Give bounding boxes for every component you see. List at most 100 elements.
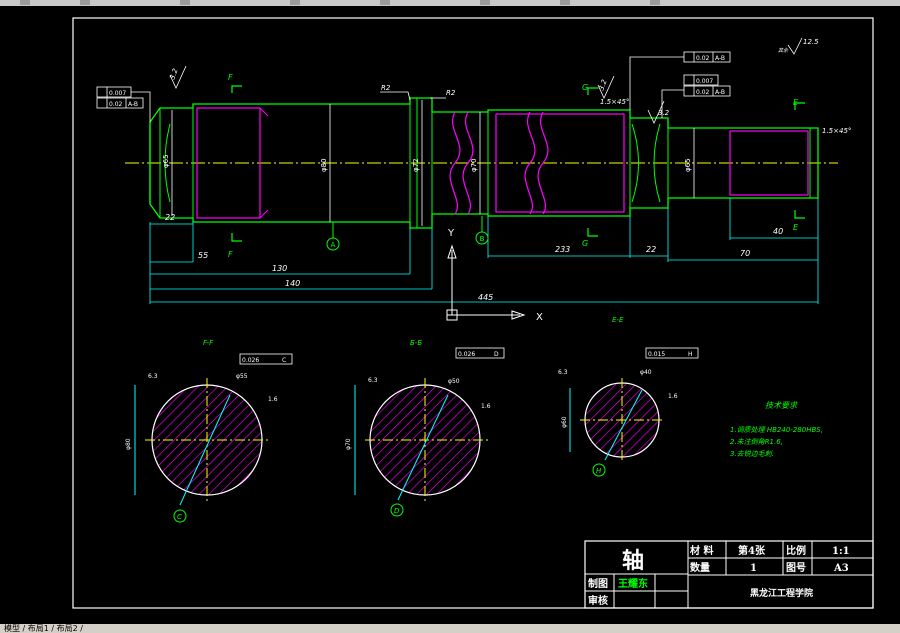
axis-y: Y [447, 228, 455, 239]
roughness-corner: 12.5 [803, 38, 819, 46]
scale-value: 1:1 [832, 546, 850, 557]
spline-zone-right [729, 130, 809, 196]
sheet-border [72, 17, 874, 609]
tol-t5: 0.02 [696, 89, 710, 96]
dim-22b: 22 [646, 245, 656, 254]
section-view-bb [354, 347, 505, 517]
roughness-r4: 1.6 [268, 396, 278, 403]
toolbar-button[interactable] [560, 0, 570, 5]
dim-70: 70 [740, 249, 750, 258]
school-name: 黑龙江工程学院 [750, 587, 813, 599]
roughness-r6: 1.6 [668, 393, 678, 400]
section-label-g: G [582, 239, 588, 248]
roughness-r8: 6.3 [368, 377, 378, 384]
tol-t7-ref: D [494, 351, 499, 358]
toolbar-button[interactable] [290, 0, 300, 5]
radius-r2b: R2 [446, 89, 456, 97]
tol-t3: 0.02 [696, 55, 710, 62]
tech-req-item: 3.去锐边毛刺. [730, 450, 774, 458]
dim-55: 55 [198, 251, 208, 260]
tol-t1: 0.007 [109, 90, 126, 97]
drawing-no-label: 图号 [786, 562, 806, 574]
toolbar-button[interactable] [20, 0, 30, 5]
chamfer-c1: 1.5×45° [600, 98, 629, 106]
dim-445: 445 [478, 293, 493, 302]
roughness-r1: 3.2 [168, 67, 180, 81]
section-title-ee: E-E [612, 316, 624, 324]
layout-tabs[interactable]: 模型 / 布局1 / 布局2 / [4, 624, 83, 633]
horizontal-dims [149, 198, 819, 304]
tech-req-item: 2.未注倒角R1.6, [730, 438, 783, 446]
dim-dia2: φ80 [320, 158, 328, 172]
dim-dia1: φ65 [162, 154, 170, 168]
section-markers [231, 85, 805, 242]
section-label-g: G [582, 83, 588, 92]
check-label: 审核 [588, 594, 608, 607]
section-label-e: E [793, 98, 799, 107]
roughness-other: 其余 [778, 47, 789, 54]
roughness-r3: 3.2 [658, 109, 670, 117]
material-label: 材 料 [690, 544, 713, 557]
tech-req-title: 技术要求 [765, 401, 798, 410]
roughness-r7: 6.3 [148, 373, 158, 380]
drawing-no-value: A3 [833, 563, 849, 574]
dim-40: 40 [773, 227, 783, 236]
section-view-ee [569, 347, 699, 477]
roughness-r2: 3.2 [597, 78, 609, 92]
toolbar [0, 0, 900, 6]
tol-t2: 0.02 [109, 101, 123, 108]
cad-drawing-canvas[interactable]: φ65 φ80 φ72 φ70 φ65 22 55 130 140 445 23… [0, 6, 900, 624]
qty-label: 数量 [690, 561, 710, 574]
drawn-value: 王耀东 [618, 577, 648, 590]
datum-markers [326, 216, 489, 251]
section-label-f: F [228, 250, 233, 259]
tol-t5-ref: A-B [715, 89, 725, 96]
spline-zone-left [196, 107, 261, 219]
sec-dim-2b: φ50 [448, 378, 460, 385]
dim-140: 140 [285, 279, 300, 288]
section-label-e: E [793, 223, 799, 232]
section-title-bb: Б-Б [410, 339, 422, 347]
chamfer-c2: 1.5×45° [822, 127, 851, 135]
sec-dim-3: φ60 [561, 416, 568, 428]
technical-requirements: 技术要求 1.调质处理 HB240-280HBS, 2.未注倒角R1.6, 3.… [730, 401, 823, 458]
dim-22a: 22 [165, 213, 175, 222]
radius-r2a: R2 [381, 84, 391, 92]
datum-a: A [331, 241, 336, 249]
toolbar-button[interactable] [80, 0, 90, 5]
section-view-ff [134, 353, 293, 523]
tol-t4: 0.007 [696, 78, 713, 85]
shaft-main-view [125, 97, 838, 229]
drawn-label: 制图 [588, 577, 608, 590]
layout-tabs-bar[interactable]: 模型 / 布局1 / 布局2 / [0, 624, 900, 633]
axis-x: X [536, 312, 543, 323]
tol-t8: 0.015 [648, 351, 665, 358]
part-name: 轴 [622, 548, 644, 574]
tol-t3-ref: A-B [715, 55, 725, 62]
section-title-ff: F-F [203, 339, 214, 347]
section-label-f: F [228, 73, 233, 82]
tol-t6: 0.026 [242, 357, 259, 364]
diameter-dim-lines [171, 100, 695, 226]
toolbar-button[interactable] [480, 0, 490, 5]
dim-233: 233 [555, 245, 570, 254]
title-block [584, 540, 874, 609]
dim-dia3: φ72 [412, 158, 420, 172]
roughness-r5: 1.6 [481, 403, 491, 410]
datum-d: D [394, 507, 400, 515]
datum-b: B [480, 235, 485, 243]
spline-zone-middle [495, 113, 625, 213]
datum-h: H [596, 467, 602, 475]
tol-t6-ref: C [282, 357, 286, 364]
dim-dia5: φ65 [684, 158, 692, 172]
toolbar-button[interactable] [180, 0, 190, 5]
tol-t7: 0.026 [458, 351, 475, 358]
toolbar-button[interactable] [380, 0, 390, 5]
material-value: 第4张 [738, 544, 766, 557]
ucs-icon [446, 244, 526, 321]
roughness-symbols [169, 37, 803, 124]
datum-c: C [177, 513, 182, 521]
tol-t2-ref: A-B [128, 101, 138, 108]
dim-130: 130 [272, 264, 287, 273]
toolbar-button[interactable] [650, 0, 660, 5]
